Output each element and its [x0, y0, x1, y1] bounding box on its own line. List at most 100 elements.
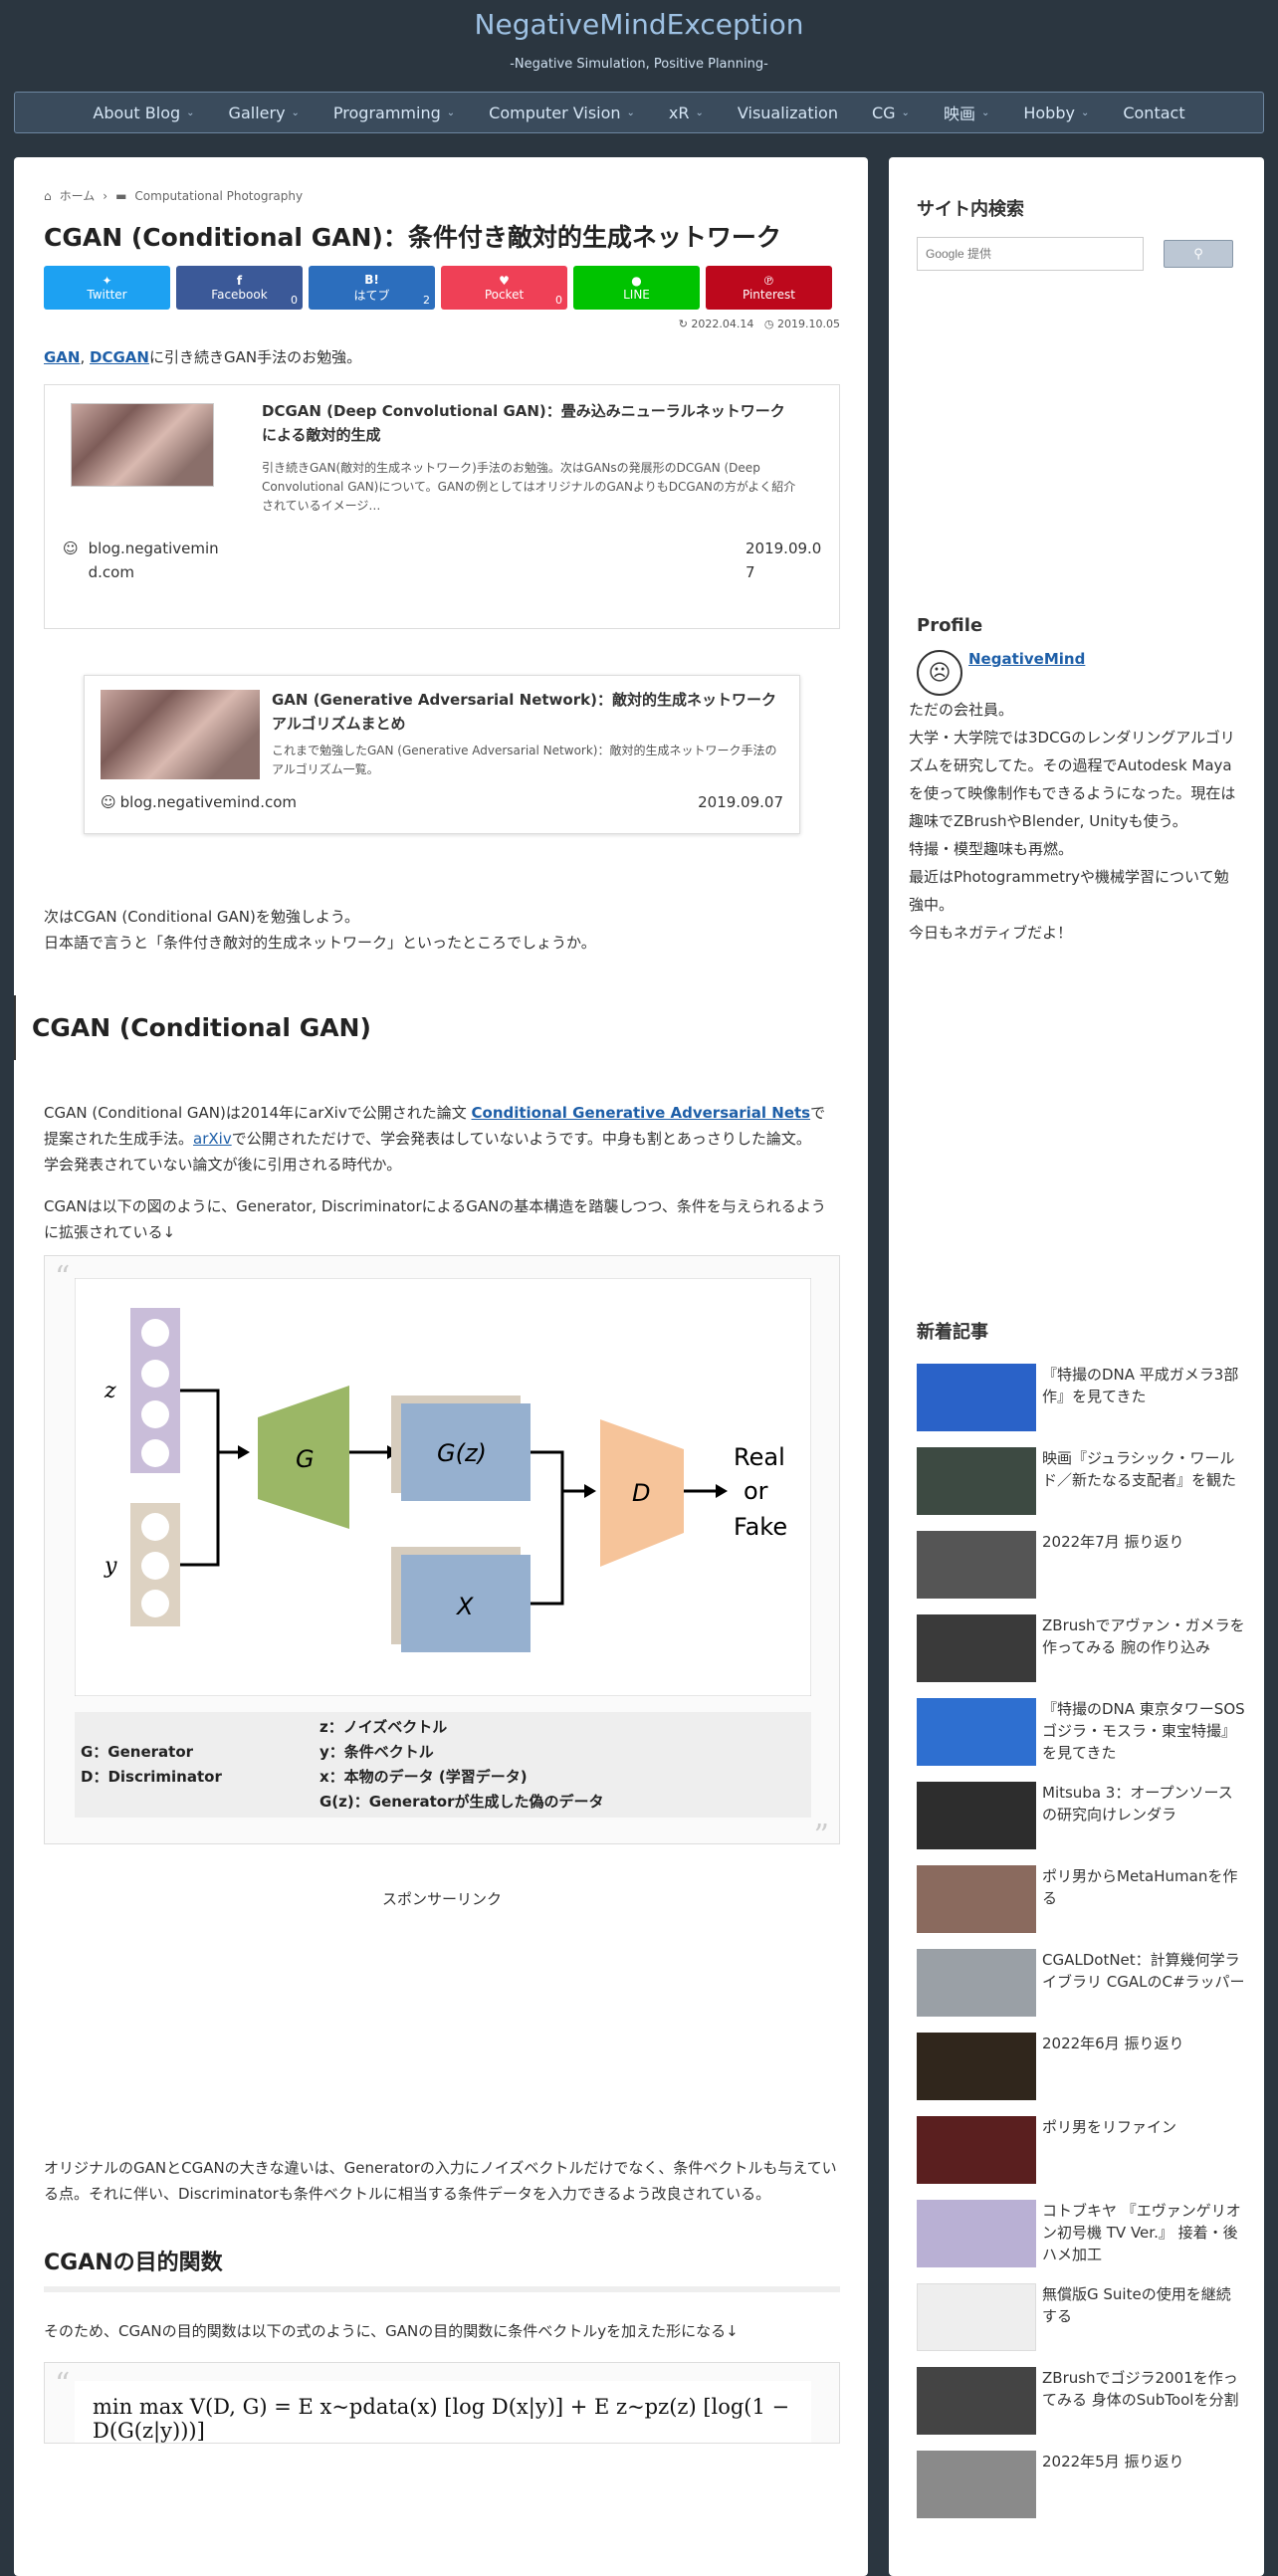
nav-gallery[interactable]: Gallery⌄ [228, 103, 300, 122]
twitter-icon: ✦ [102, 274, 112, 288]
hatena-share-button[interactable]: B! はてブ 2 [309, 266, 435, 310]
update-icon: ↻ [678, 318, 688, 330]
nav-programming[interactable]: Programming⌄ [332, 103, 456, 122]
post-dates: ↻ 2022.04.14 ◷ 2019.10.05 [44, 318, 840, 330]
share-label: はてブ [353, 288, 390, 303]
folder-icon: ▬ [115, 188, 127, 203]
x-box [401, 1555, 531, 1652]
link-dcgan[interactable]: DCGAN [90, 348, 149, 366]
card-excerpt: これまで勉強したGAN (Generative Adversarial Netw… [272, 744, 777, 776]
news-title: 新着記事 [917, 1322, 988, 1343]
site-title[interactable]: NegativeMindException [474, 8, 804, 41]
nav-xr[interactable]: xR⌄ [668, 103, 704, 122]
news-thumbnail [917, 2033, 1036, 2100]
twitter-share-button[interactable]: ✦ Twitter [44, 266, 170, 310]
label-gz: G(z) [437, 1439, 487, 1467]
diagram-quote: “ ” z y G G(z) [44, 1255, 840, 1853]
news-thumbnail [917, 1447, 1036, 1515]
nav-contact[interactable]: Contact [1123, 103, 1185, 122]
paragraph: 次はCGAN (Conditional GAN)を勉強しよう。 日本語で言うと「… [44, 908, 596, 952]
list-item[interactable]: Mitsuba 3：オープンソースの研究向けレンダラ [917, 1782, 1245, 1849]
search-icon: ⚲ [1193, 246, 1203, 262]
list-item[interactable]: ポリ男をリファイン [917, 2116, 1245, 2184]
list-item[interactable]: 無償版G Suiteの使用を継続する [917, 2283, 1245, 2351]
nav-movie[interactable]: 映画⌄ [943, 105, 990, 123]
chevron-down-icon: ⌄ [626, 107, 635, 118]
chevron-down-icon: ⌄ [901, 107, 910, 118]
updated-date: 2022.04.14 [691, 318, 754, 330]
pocket-icon: ♥ [499, 274, 510, 288]
facebook-icon: f [236, 274, 243, 288]
news-thumbnail [917, 1364, 1036, 1431]
card-title: DCGAN (Deep Convolutional GAN)：畳み込みニューラル… [262, 402, 785, 444]
section-heading: CGAN (Conditional GAN) [14, 995, 840, 1060]
list-item[interactable]: 2022年6月 振り返り [917, 2033, 1245, 2100]
link-gan[interactable]: GAN [44, 348, 81, 366]
pinterest-share-button[interactable]: ℗ Pinterest [706, 266, 832, 310]
objective-formula: min max V(D, G) = E x~pdata(x) [log D(x|… [75, 2381, 811, 2443]
list-item[interactable]: 『特撮のDNA 東京タワーSOS ゴジラ・モスラ・東宝特撮』を見てきた [917, 1698, 1245, 1766]
list-item[interactable]: 映画『ジュラシック・ワールド／新たなる支配者』を観た [917, 1447, 1245, 1515]
link-paper[interactable]: Conditional Generative Adversarial Nets [471, 1104, 811, 1122]
profile-name-link[interactable]: NegativeMind [968, 650, 1086, 668]
nav-computer-vision[interactable]: Computer Vision⌄ [489, 103, 635, 122]
subsection-heading: CGANの目的関数 [44, 2245, 840, 2292]
list-item[interactable]: コトブキヤ 『エヴァンゲリオン初号機 TV Ver.』 接着・後ハメ加工 [917, 2200, 1245, 2267]
profile-text: ただの会社員。 大学・大学院では3DCGのレンダリングアルゴリズムを研究してた。… [909, 701, 1236, 942]
blog-card-gan[interactable]: GAN (Generative Adversarial Network)：敵対的… [84, 675, 800, 834]
nav-cg[interactable]: CG⌄ [871, 103, 910, 122]
site-tagline: -Negative Simulation, Positive Planning- [510, 57, 768, 72]
label-y: y [104, 1554, 117, 1579]
link-arxiv[interactable]: arXiv [193, 1130, 232, 1148]
share-count: 0 [291, 294, 298, 307]
card-thumbnail [101, 690, 260, 779]
list-item[interactable]: ZBrushでゴジラ2001を作ってみる 身体のSubToolを分割 [917, 2367, 1245, 2435]
blog-card-dcgan[interactable]: DCGAN (Deep Convolutional GAN)：畳み込みニューラル… [44, 384, 840, 629]
list-item[interactable]: 『特撮のDNA 平成ガメラ3部作』を見てきた [917, 1364, 1245, 1431]
generator-shape [258, 1386, 349, 1529]
quote-close-icon: ” [813, 1819, 829, 1853]
gz-box [401, 1403, 531, 1501]
list-item[interactable]: CGALDotNet：計算幾何学ライブラリ CGALのC#ラッパー [917, 1949, 1245, 2017]
facebook-share-button[interactable]: f Facebook 0 [176, 266, 303, 310]
chevron-down-icon: ⌄ [291, 107, 300, 118]
avatar: ☹ [917, 650, 962, 696]
site-favicon: ☺ [101, 793, 116, 811]
label-z: z [104, 1379, 116, 1403]
news-thumbnail [917, 2200, 1036, 2267]
chevron-down-icon: ⌄ [695, 107, 704, 118]
diagram-legend: G：Generator D：Discriminator z：ノイズベクトル y：… [75, 1712, 811, 1818]
home-icon: ⌂ [44, 188, 52, 203]
site-favicon: ☺ [63, 539, 79, 557]
line-share-button[interactable]: ● LINE [573, 266, 700, 310]
clock-icon: ◷ [763, 318, 774, 330]
share-label: LINE [623, 288, 650, 302]
chevron-down-icon: ⌄ [1080, 107, 1090, 118]
list-item[interactable]: 2022年7月 振り返り [917, 1531, 1245, 1599]
news-list: 『特撮のDNA 平成ガメラ3部作』を見てきた 映画『ジュラシック・ワールド／新た… [917, 1364, 1245, 2518]
chevron-down-icon: ⌄ [186, 107, 195, 118]
pocket-share-button[interactable]: ♥ Pocket 0 [441, 266, 567, 310]
main-nav: About Blog⌄ Gallery⌄ Programming⌄ Comput… [14, 92, 1264, 133]
list-item[interactable]: ZBrushでアヴァン・ガメラを作ってみる 腕の作り込み [917, 1614, 1245, 1682]
card-thumbnail [71, 403, 214, 487]
search-button[interactable]: ⚲ [1164, 240, 1233, 268]
news-thumbnail [917, 2116, 1036, 2184]
news-thumbnail [917, 2367, 1036, 2435]
breadcrumb-home[interactable]: ホーム [59, 189, 96, 203]
nav-visualization[interactable]: Visualization [737, 103, 838, 122]
cgan-architecture-diagram: z y G G(z) X D [75, 1278, 811, 1696]
label-or: or [744, 1477, 768, 1505]
nav-about-blog[interactable]: About Blog⌄ [93, 103, 195, 122]
breadcrumb-category[interactable]: Computational Photography [134, 188, 304, 203]
search-input[interactable] [917, 237, 1144, 271]
card-domain: blog.negativemind.com [88, 539, 219, 581]
list-item[interactable]: ポリ男からMetaHumanを作る [917, 1865, 1245, 1933]
article-panel: ⌂ ホーム › ▬ Computational Photography CGAN… [14, 157, 868, 2576]
label-d: D [632, 1479, 650, 1507]
nav-hobby[interactable]: Hobby⌄ [1023, 103, 1090, 122]
list-item[interactable]: 2022年5月 振り返り [917, 2451, 1245, 2518]
breadcrumb: ⌂ ホーム › ▬ Computational Photography [44, 187, 840, 204]
paragraph: そのため、CGANの目的関数は以下の式のように、GANの目的関数に条件ベクトルy… [44, 2322, 739, 2340]
line-icon: ● [631, 274, 642, 288]
